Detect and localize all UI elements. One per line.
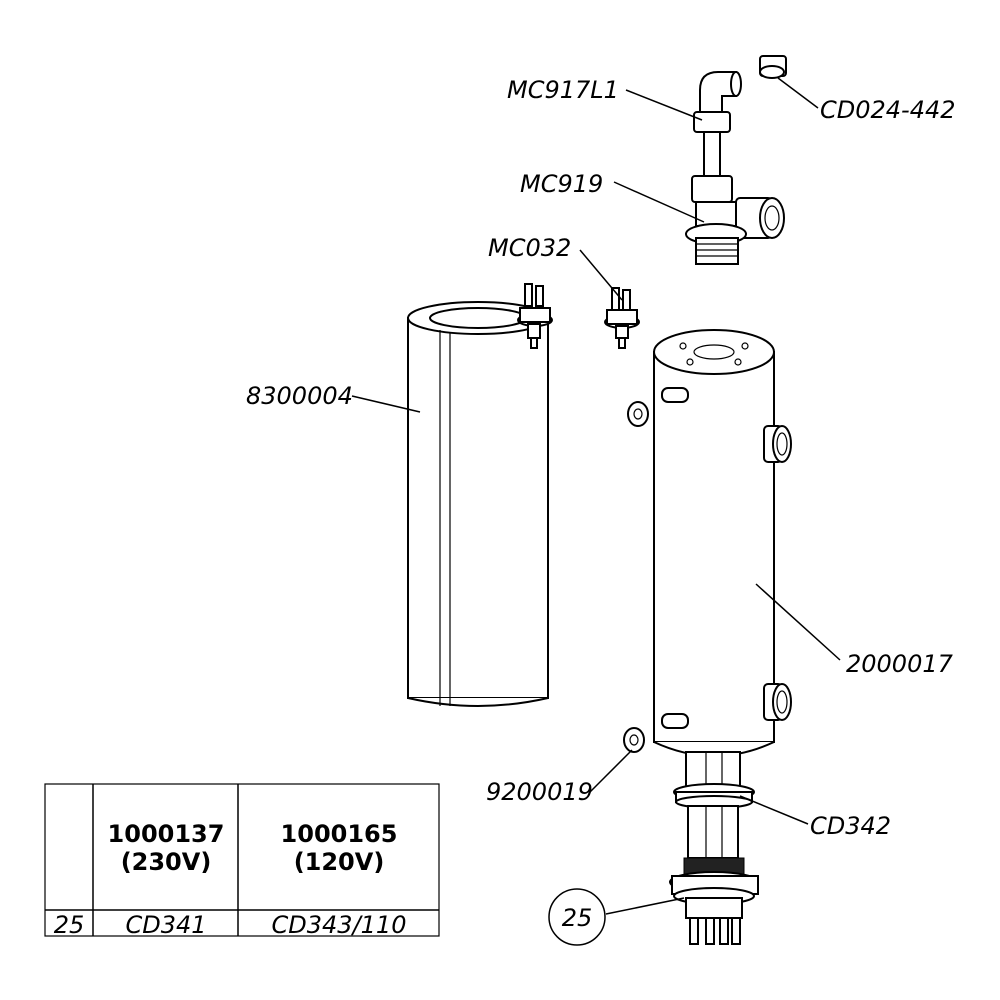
insulation-sleeve [407, 301, 549, 707]
callout-25: 25 [548, 888, 606, 946]
tank-body [653, 329, 792, 757]
thermostat-left [517, 283, 553, 349]
tee-fitting-mc919 [685, 175, 785, 265]
label-2000017: 2000017 [846, 650, 954, 678]
callout-25-label: 25 [562, 904, 593, 932]
label-mc917l1: MC917L1 [507, 76, 619, 104]
label-mc919: MC919 [520, 170, 603, 198]
washer-upper [627, 401, 649, 427]
table-header-model-2: 1000165 [281, 820, 398, 848]
heater-element-assembly [669, 751, 759, 945]
table-header-model-1: 1000137 [108, 820, 225, 848]
label-8300004: 8300004 [246, 382, 353, 410]
washer-lower [623, 727, 645, 753]
table-header-voltage-2: (120V) [294, 848, 385, 876]
label-cd342: CD342 [810, 812, 891, 840]
label-mc032: MC032 [488, 234, 571, 262]
leader-lines [351, 77, 841, 915]
table-row-ref: 25 [54, 911, 85, 939]
table-cell-120v: CD343/110 [272, 911, 407, 939]
table-header-voltage-1: (230V) [121, 848, 212, 876]
fitting-nut-cd024-442 [759, 55, 787, 79]
elbow-fitting-mc917l1 [693, 71, 742, 177]
parts-table: 1000137 (230V) 1000165 (120V) 25 CD341 C… [44, 783, 440, 939]
label-9200019: 9200019 [486, 778, 593, 806]
thermostat-mc032 [604, 287, 640, 349]
label-cd024-442: CD024-442 [820, 96, 956, 124]
table-cell-230v: CD341 [125, 911, 206, 939]
